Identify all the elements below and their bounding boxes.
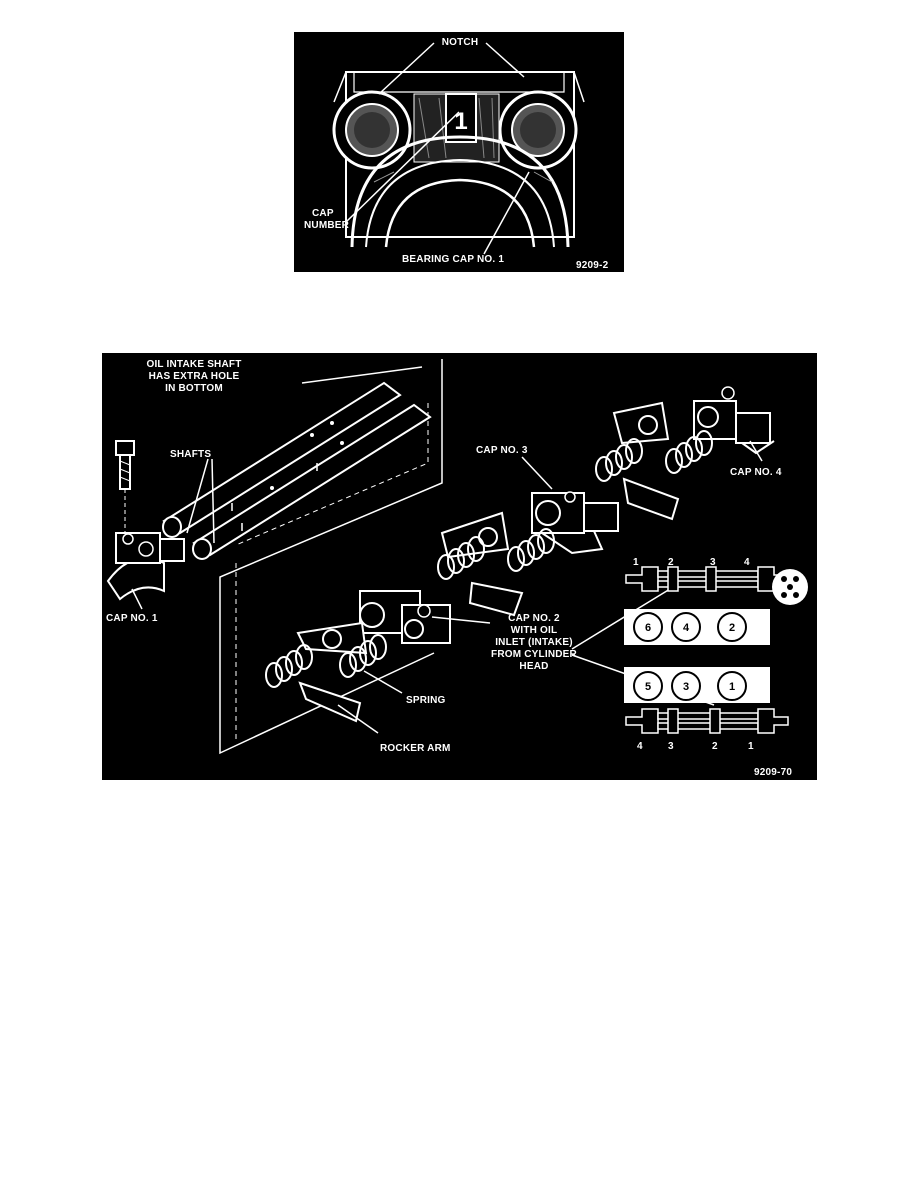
cap-3-part [531, 491, 619, 555]
bearing-cap-figure: 1 NOTCH CAP NUMBER BEARING CAP NO. 1 920… [294, 32, 624, 272]
cap-2-label-line4: FROM CYLINDER [491, 649, 578, 660]
cap-2-label-line5: HEAD [519, 661, 548, 672]
cap-2-label-line1: CAP NO. 2 [508, 613, 560, 624]
cap-digit: 1 [454, 108, 467, 135]
bearing-cap-illustration: 1 NOTCH CAP NUMBER BEARING CAP NO. 1 920… [304, 37, 609, 271]
cap-2-label-line3: INLET (INTAKE) [495, 637, 573, 648]
cap-4-part [693, 386, 775, 455]
oil-shaft-label-line2: HAS EXTRA HOLE [149, 371, 240, 382]
cap-2-label-line2: WITH OIL [511, 625, 558, 636]
top-position-1: 1 [633, 557, 639, 568]
bottom-cylinder-1: 1 [729, 681, 735, 693]
top-position-2: 2 [668, 557, 674, 568]
rocker-shaft-illustration: 1 2 3 4 6 4 2 5 3 1 4 3 2 1 OIL INTAKE [106, 359, 808, 778]
cap-1-part [106, 532, 185, 601]
bottom-position-1: 1 [748, 741, 754, 752]
bearing-arch-inner [384, 178, 536, 248]
assembly-frame [219, 359, 443, 755]
cap-bolt [115, 440, 135, 533]
rocker-springs [265, 430, 713, 688]
cap-number-label-line2: NUMBER [304, 220, 350, 231]
cap-number-plate [445, 93, 477, 143]
bottom-position-4: 4 [637, 741, 643, 752]
cap-2-part [359, 590, 451, 644]
bottom-position-2: 2 [712, 741, 718, 752]
top-cylinder-6: 6 [645, 622, 651, 634]
rocker-shafts [162, 381, 432, 560]
top-position-4: 4 [744, 557, 750, 568]
rocker-shaft-figure: 1 2 3 4 6 4 2 5 3 1 4 3 2 1 OIL INTAKE [102, 353, 817, 780]
figure-code: 9209-2 [576, 260, 609, 271]
shafts-label: SHAFTS [170, 449, 211, 460]
cap-3-label: CAP NO. 3 [476, 445, 528, 456]
spring-label: SPRING [406, 695, 446, 706]
bearing-arch-outer [350, 135, 570, 248]
cap-1-label: CAP NO. 1 [106, 613, 158, 624]
top-position-3: 3 [710, 557, 716, 568]
bottom-cylinder-5: 5 [645, 681, 651, 693]
bottom-position-3: 3 [668, 741, 674, 752]
figure-code: 9209-70 [754, 767, 792, 778]
notch-label: NOTCH [442, 37, 479, 48]
bottom-cylinder-3: 3 [683, 681, 689, 693]
rocker-arm-label: ROCKER ARM [380, 743, 451, 754]
cap-number-label-line1: CAP [312, 208, 334, 219]
rocker-arms [296, 401, 680, 723]
oil-shaft-label-line1: OIL INTAKE SHAFT [146, 359, 241, 370]
top-cylinder-2: 2 [729, 622, 735, 634]
top-cylinder-4: 4 [683, 622, 690, 634]
bottom-shaft-schematic [625, 708, 789, 734]
oil-shaft-label-line3: IN BOTTOM [165, 383, 223, 394]
top-shaft-schematic [625, 566, 808, 605]
cap-4-label: CAP NO. 4 [730, 467, 782, 478]
cap-outline [345, 71, 575, 238]
bearing-cap-label: BEARING CAP NO. 1 [402, 254, 504, 265]
